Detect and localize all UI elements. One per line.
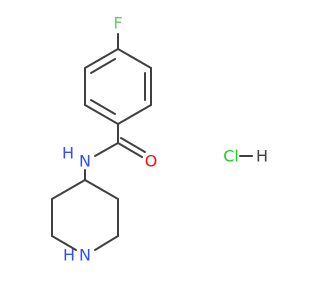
benzene-ring [84,48,152,125]
ring-bond [51,235,77,251]
ring-double-bond [90,58,116,74]
ring-bond [117,104,152,125]
molecule-diagram: F O N H N H Cl H [51,14,268,265]
ring-bond [84,48,119,69]
ring-bond [94,235,119,251]
bond-c-o-double [120,137,146,153]
bond-c-o [117,142,143,158]
ring-bond [84,104,119,125]
oxygen-label: O [145,152,158,171]
ring-bond [117,48,152,69]
piperidine-ring [51,179,119,251]
structure-canvas: F O N H N H Cl H [51,14,268,265]
salt-hydrogen-label: H [256,147,268,166]
ring-double-bond [90,99,116,115]
fluorine-label: F [113,14,122,33]
ring-nitrogen-label: N [79,246,91,265]
bond-c-n-amide [94,142,119,157]
ring-bond [51,179,86,200]
ring-bond [84,179,119,200]
ring-hydrogen-label: H [63,246,75,265]
chlorine-label: Cl [223,147,239,166]
amide-nitrogen-label: N [79,152,91,171]
amide-hydrogen-label: H [62,144,74,163]
